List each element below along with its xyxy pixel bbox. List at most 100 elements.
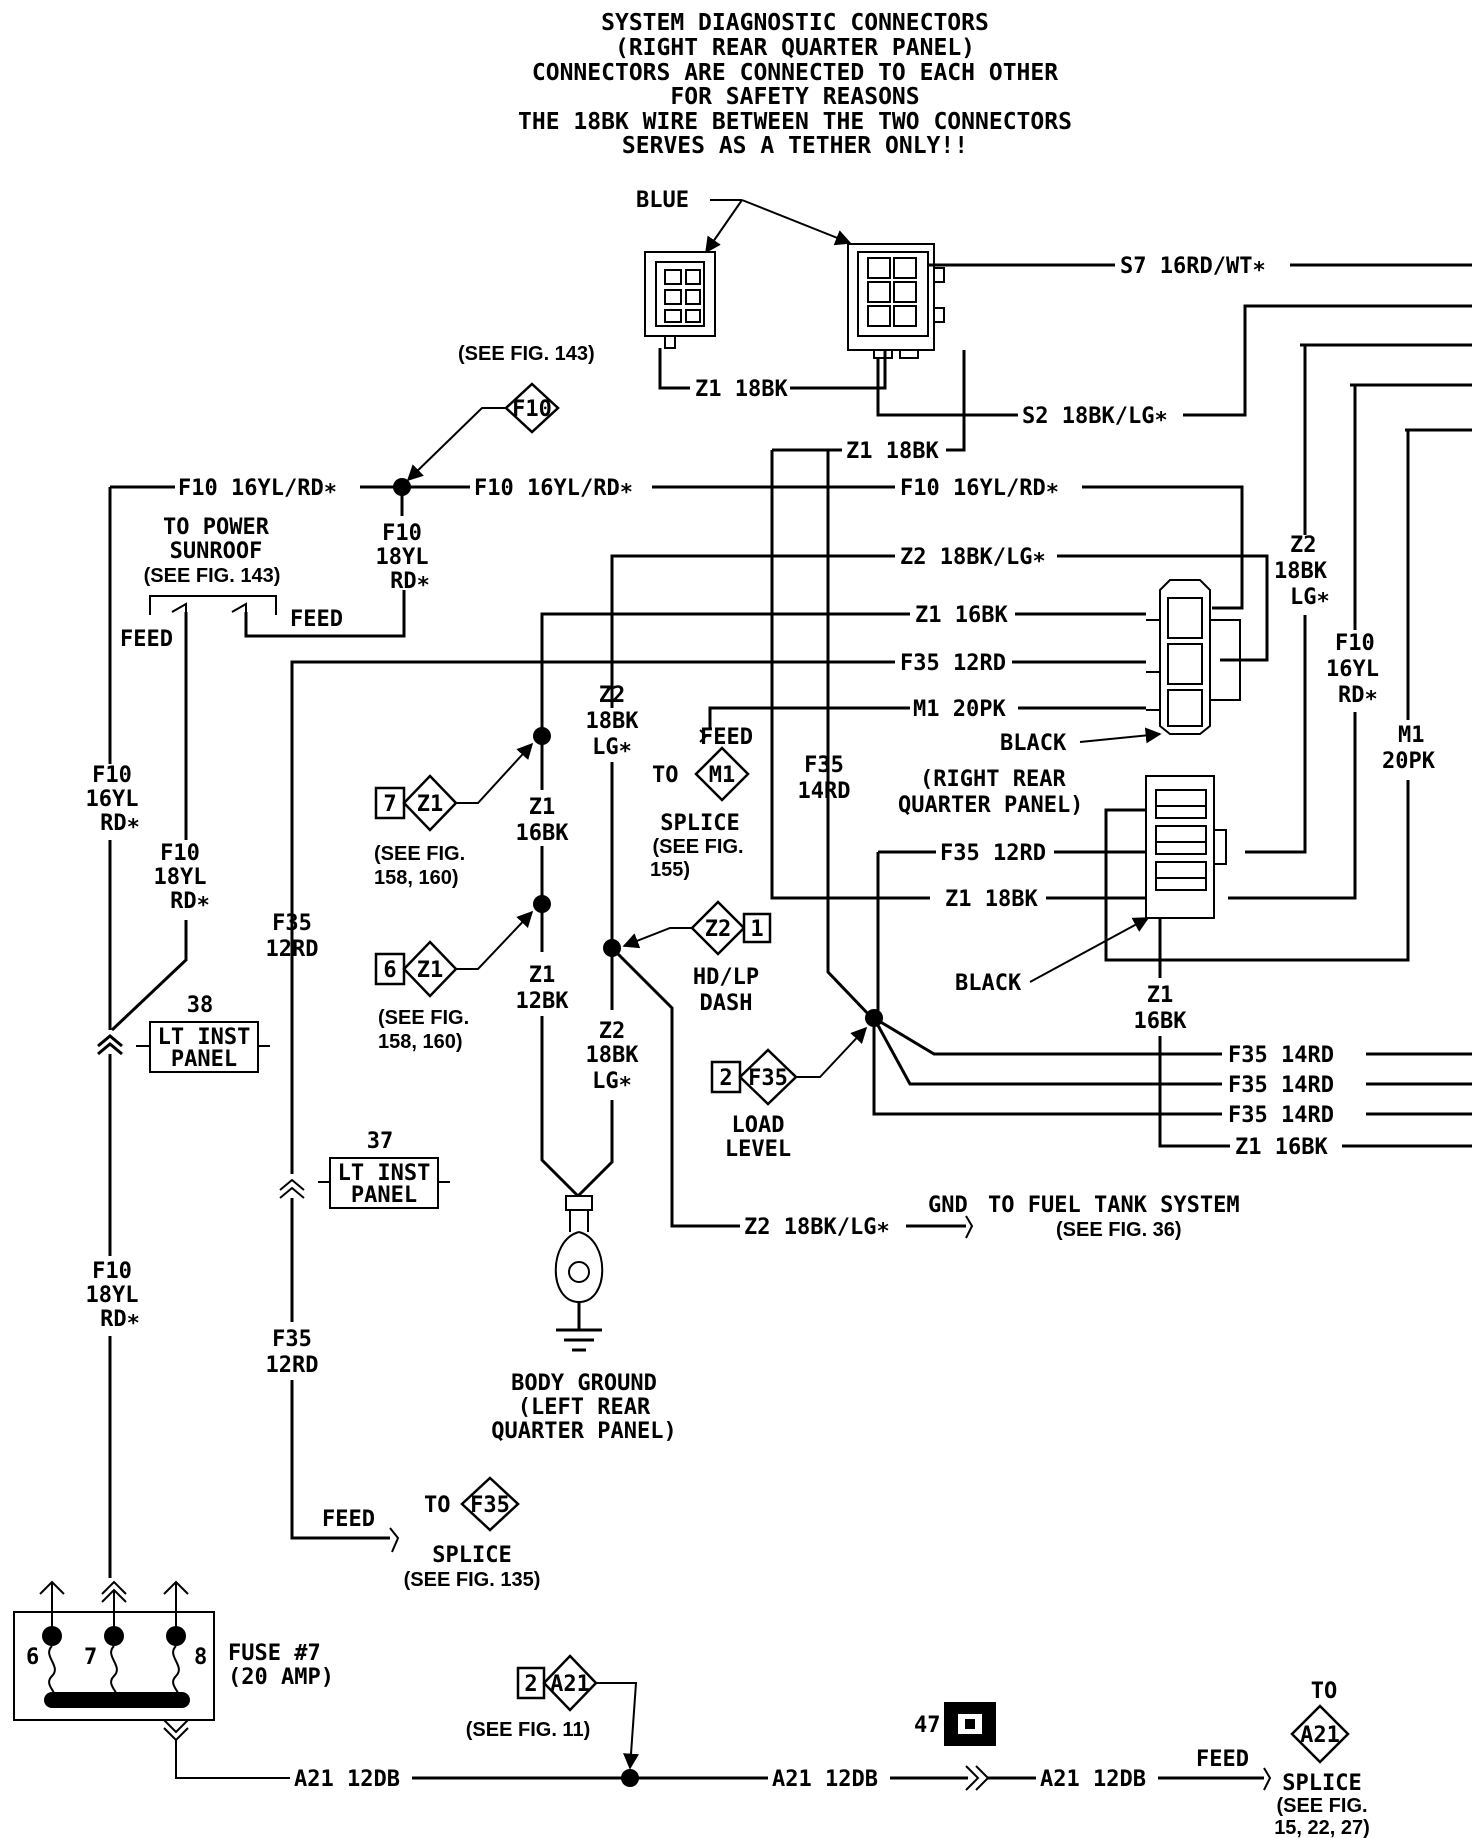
wire-label-f35: F35 <box>804 753 844 778</box>
fuse-cavity: 7 <box>84 1645 97 1670</box>
splice-to-label: TO <box>424 1493 451 1518</box>
fuse-cavity: 8 <box>194 1645 207 1670</box>
connector-tag-z2: Z2 <box>705 917 732 942</box>
connector-tag-f10: F10 <box>512 397 552 422</box>
figure-ref: (SEE FIG. 135) <box>404 1569 541 1591</box>
destination-label: SUNROOF <box>170 539 263 564</box>
figure-ref: (SEE FIG. 11) <box>466 1719 590 1741</box>
splice-to-label: TO <box>1311 1679 1338 1704</box>
wire-label-z2: 18BK <box>586 1043 640 1068</box>
splice-label: SPLICE <box>660 811 739 836</box>
connector-tag-z1-number: 6 <box>383 958 396 983</box>
wire-label-z2: Z2 18BK/LG∗ <box>744 1215 890 1240</box>
wire-label-f35: 14RD <box>798 779 851 804</box>
figure-ref: 15, 22, 27) <box>1274 1817 1370 1838</box>
wire-label-feed: FEED <box>1196 1747 1249 1772</box>
connector-tag-f35: F35 <box>470 1493 510 1518</box>
wire-label-f10: F10 <box>92 763 132 788</box>
figure-ref: (SEE FIG. <box>374 843 465 865</box>
wire-label-z1: 12BK <box>516 989 570 1014</box>
wire-label-m1: M1 <box>1398 723 1425 748</box>
connector-description: PANEL <box>351 1183 417 1208</box>
header-line: SERVES AS A TETHER ONLY!! <box>622 133 968 159</box>
destination-label: TO POWER <box>163 515 270 540</box>
ground-label: (LEFT REAR <box>518 1395 651 1420</box>
wire-label-a21: A21 12DB <box>294 1767 400 1792</box>
connector-location-label: QUARTER PANEL) <box>898 793 1083 818</box>
wire-label-f35: F35 14RD <box>1228 1103 1334 1128</box>
connector-color-label: BLACK <box>1000 731 1067 756</box>
wire-label-z1-18bk: Z1 18BK <box>846 439 939 464</box>
wire-label-f35: F35 <box>272 1327 312 1352</box>
diagnostic-connector-right <box>847 243 945 359</box>
wire-label-f10: F10 16YL/RD∗ <box>900 476 1059 501</box>
connector-location-label: (RIGHT REAR <box>920 767 1066 792</box>
wire-label-z2: 18BK <box>1274 559 1328 584</box>
connector-color-label: BLACK <box>955 971 1022 996</box>
wire-label-f10: RD∗ <box>100 1307 140 1332</box>
wire-label-z1: 16BK <box>516 821 570 846</box>
diagnostic-connector-left <box>644 251 716 349</box>
connector-number: 47 <box>914 1713 941 1738</box>
wire-label-z1: Z1 18BK <box>945 887 1038 912</box>
wire-label-z2: LG∗ <box>592 735 632 760</box>
connector-tag-f35: F35 <box>748 1066 788 1091</box>
wire-label-f10: RD∗ <box>1338 683 1378 708</box>
wire-label-z1: Z1 16BK <box>1235 1135 1328 1160</box>
wire-label-z1: Z1 <box>529 795 556 820</box>
wire-label-a21: A21 12DB <box>772 1767 878 1792</box>
header-line: SYSTEM DIAGNOSTIC CONNECTORS <box>601 10 989 36</box>
header-note: SYSTEM DIAGNOSTIC CONNECTORS (RIGHT REAR… <box>518 10 1072 159</box>
connector-description: DASH <box>700 991 753 1016</box>
wire-label-f35: F35 12RD <box>900 651 1006 676</box>
ground-symbol <box>554 1195 604 1352</box>
figure-ref: 155) <box>650 859 690 881</box>
connector-tag-f35-number: 2 <box>719 1066 732 1091</box>
splice-to-label: TO <box>652 763 679 788</box>
wire-label-f10: F10 <box>382 521 422 546</box>
figure-ref: (SEE FIG. 143) <box>458 343 595 365</box>
fuse-label: (20 AMP) <box>228 1665 334 1690</box>
wire-label-f10: F10 16YL/RD∗ <box>474 476 633 501</box>
wire-label-f10: F10 <box>92 1259 132 1284</box>
wire-label-f35: 12RD <box>266 1353 319 1378</box>
header-line: (RIGHT REAR QUARTER PANEL) <box>615 35 975 61</box>
wire-label-z2: Z2 <box>599 1019 626 1044</box>
connector-tag-a21: A21 <box>1300 1723 1340 1748</box>
figure-ref: 158, 160) <box>374 867 459 889</box>
wire-label-f35: F35 14RD <box>1228 1043 1334 1068</box>
connector-tag-z1-number: 7 <box>383 792 396 817</box>
connector-tag-z1: Z1 <box>417 958 444 983</box>
wire-label-z2: LG∗ <box>1290 585 1330 610</box>
connector-black-upper <box>1146 579 1241 735</box>
connector-tag-z1: Z1 <box>417 792 444 817</box>
splice-label: SPLICE <box>432 1543 511 1568</box>
fuse-cavity: 6 <box>26 1645 39 1670</box>
wire-label-z2: Z2 18BK/LG∗ <box>900 545 1046 570</box>
wire-label-z1: 16BK <box>1134 1009 1188 1034</box>
figure-ref: (SEE FIG. <box>378 1007 469 1029</box>
splice-label: SPLICE <box>1282 1771 1361 1796</box>
wire-label-s2: S2 18BK/LG∗ <box>1022 404 1168 429</box>
wire-label-f10: 18YL <box>154 865 207 890</box>
wire-label-feed: FEED <box>290 607 343 632</box>
wire-label-feed: FEED <box>120 627 173 652</box>
connector-color-label: BLUE <box>636 188 689 213</box>
connector-description: LEVEL <box>725 1137 791 1162</box>
wire-label-f35: F35 14RD <box>1228 1073 1334 1098</box>
wire-label-s7: S7 16RD/WT∗ <box>1120 254 1266 279</box>
header-line: THE 18BK WIRE BETWEEN THE TWO CONNECTORS <box>518 109 1072 135</box>
wire-label-f10: 16YL <box>1326 657 1379 682</box>
figure-ref: 158, 160) <box>378 1031 463 1053</box>
figure-ref: (SEE FIG. <box>652 836 743 858</box>
connector-tag-a21-number: 2 <box>524 1672 537 1697</box>
wire-label-f10: F10 16YL/RD∗ <box>178 476 337 501</box>
connector-description: PANEL <box>171 1047 237 1072</box>
wire-label-z2: LG∗ <box>592 1069 632 1094</box>
wire-label-f10: 18YL <box>86 1283 139 1308</box>
wire-label-f10: 18YL <box>376 545 429 570</box>
connector-tag-a21: A21 <box>550 1672 590 1697</box>
connector-description: LT INST <box>338 1161 431 1186</box>
fuse-label: FUSE #7 <box>228 1641 321 1666</box>
wire-label-m1: M1 20PK <box>913 697 1006 722</box>
